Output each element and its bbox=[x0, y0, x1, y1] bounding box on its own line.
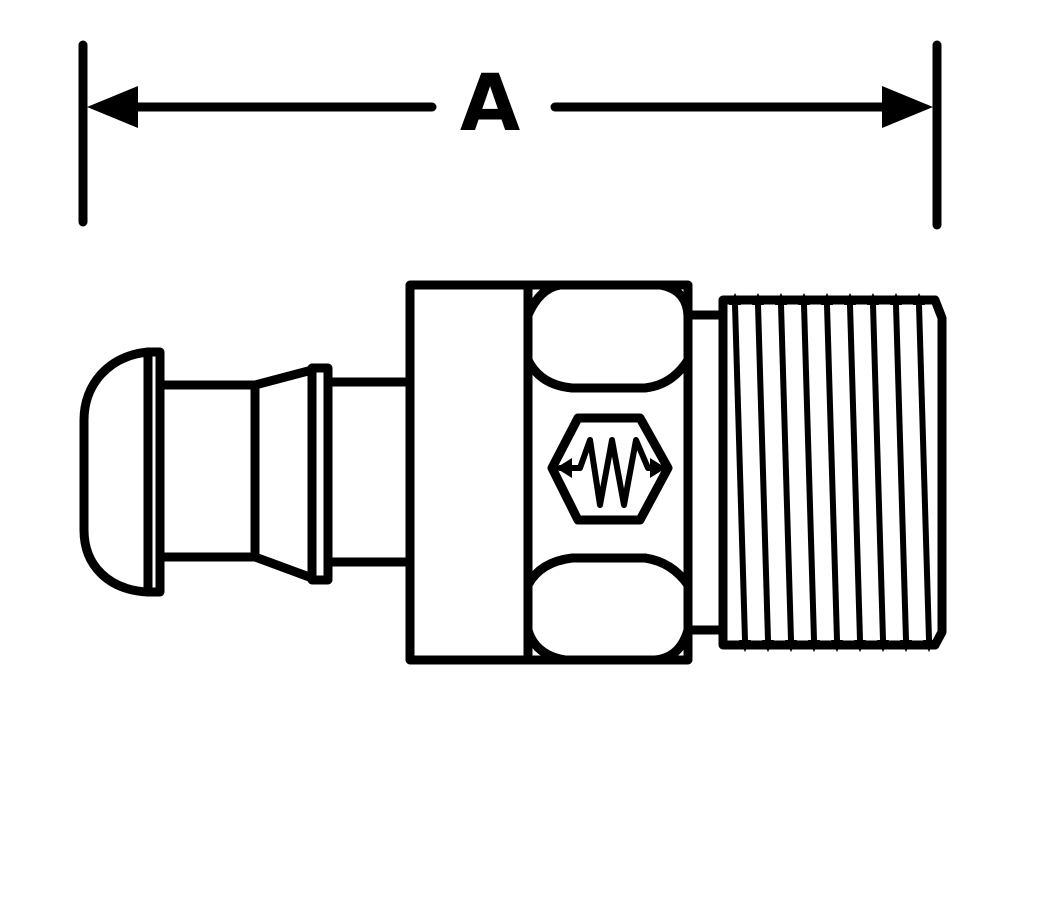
threaded-end bbox=[683, 293, 947, 652]
dimension-arrow-left bbox=[87, 86, 138, 128]
thread-tooth-bottom bbox=[739, 640, 751, 652]
barb-nose-collar bbox=[143, 347, 165, 597]
thread-tooth-top bbox=[775, 293, 787, 305]
thread-tooth-bottom bbox=[762, 640, 774, 652]
hex-flat-top bbox=[523, 280, 693, 393]
logo-arrow-right-icon bbox=[650, 458, 666, 478]
thread-crest-line bbox=[732, 302, 748, 643]
body-flange bbox=[405, 280, 533, 665]
logo-zigzag-icon bbox=[557, 437, 667, 508]
thread-tooth-bottom bbox=[923, 640, 935, 652]
thread-crest-line bbox=[893, 302, 909, 643]
thread-tooth-top bbox=[844, 293, 856, 305]
thread-tooth-bottom bbox=[900, 640, 912, 652]
thread-neck bbox=[683, 310, 728, 635]
thread-body bbox=[718, 295, 947, 650]
thread-teeth bbox=[729, 293, 935, 652]
barb-nose bbox=[79, 347, 153, 597]
dimension-a: A bbox=[78, 40, 942, 230]
thread-tooth-top bbox=[913, 293, 925, 305]
barb-taper bbox=[250, 365, 317, 583]
dimension-label: A bbox=[460, 59, 520, 149]
thread-crest-line bbox=[801, 302, 817, 643]
thread-tooth-bottom bbox=[785, 640, 797, 652]
thread-crest-line bbox=[916, 302, 932, 643]
thread-tooth-top bbox=[752, 293, 764, 305]
thread-tooth-top bbox=[798, 293, 810, 305]
hex-flat-bottom bbox=[523, 553, 693, 665]
thread-crest-line bbox=[755, 302, 771, 643]
thread-tooth-bottom bbox=[854, 640, 866, 652]
thread-tooth-top bbox=[867, 293, 879, 305]
logo-arrow-left-icon bbox=[556, 458, 572, 478]
logo-hexagon-icon bbox=[547, 413, 673, 525]
hex-nut bbox=[523, 280, 693, 665]
thread-tooth-bottom bbox=[877, 640, 889, 652]
thread-tooth-top bbox=[890, 293, 902, 305]
thread-crest-line bbox=[870, 302, 886, 643]
barb-stem bbox=[79, 347, 415, 597]
thread-crests bbox=[732, 302, 932, 643]
barb-ridge bbox=[307, 363, 333, 585]
thread-crest-line bbox=[778, 302, 794, 643]
thread-tooth-top bbox=[821, 293, 833, 305]
thread-crest-line bbox=[847, 302, 863, 643]
thread-tooth-bottom bbox=[831, 640, 843, 652]
thread-tooth-top bbox=[729, 293, 741, 305]
dimension-arrow-right bbox=[882, 86, 933, 128]
thread-crest-line bbox=[824, 302, 840, 643]
thread-tooth-bottom bbox=[808, 640, 820, 652]
